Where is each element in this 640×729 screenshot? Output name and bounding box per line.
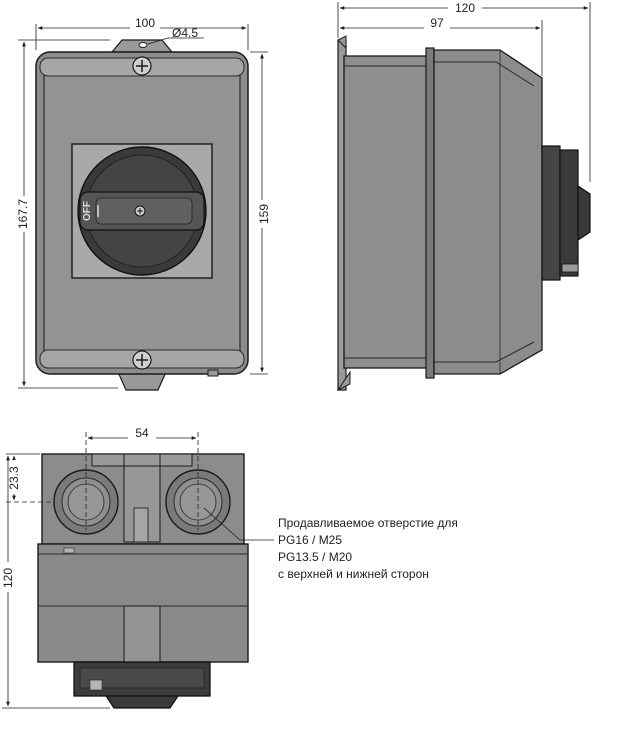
bottom-offset-label: 23.3 xyxy=(7,466,21,490)
bottom-screw-icon xyxy=(132,350,152,370)
note-line-2: PG16 / M25 xyxy=(278,533,343,547)
note-line-3: PG13.5 / M20 xyxy=(278,550,353,564)
knockout-note: Продавливаемое отверстие для PG16 / M25 … xyxy=(278,515,458,583)
front-view: OFF xyxy=(35,39,249,391)
top-screw-icon xyxy=(132,56,152,76)
bottom-height-label: 120 xyxy=(1,568,15,588)
front-height-label: 167.7 xyxy=(16,199,30,229)
side-view xyxy=(336,35,591,392)
bottom-dimensions: 54 23.3 120 xyxy=(0,426,274,709)
side-cover xyxy=(433,49,543,375)
side-dimensions: 120 97 xyxy=(337,0,591,182)
bottom-spacing-label: 54 xyxy=(135,426,149,440)
side-knob-handle xyxy=(577,184,591,242)
bottom-view xyxy=(37,453,249,709)
side-total-label: 120 xyxy=(455,1,475,15)
side-base xyxy=(343,55,429,369)
hole-diameter-label: Ø4.5 xyxy=(172,26,198,40)
note-line-1: Продавливаемое отверстие для xyxy=(278,516,458,530)
front-inner-height-label: 159 xyxy=(257,204,271,224)
knockout-left-icon xyxy=(53,469,119,535)
front-width-label: 100 xyxy=(135,16,155,30)
note-line-4: с верхней и нижней сторон xyxy=(278,567,429,581)
side-body-label: 97 xyxy=(430,16,444,30)
side-knob-base xyxy=(541,145,561,281)
off-label: OFF xyxy=(82,201,93,221)
front-dimensions: 100 Ø4.5 167.7 159 xyxy=(14,16,272,389)
